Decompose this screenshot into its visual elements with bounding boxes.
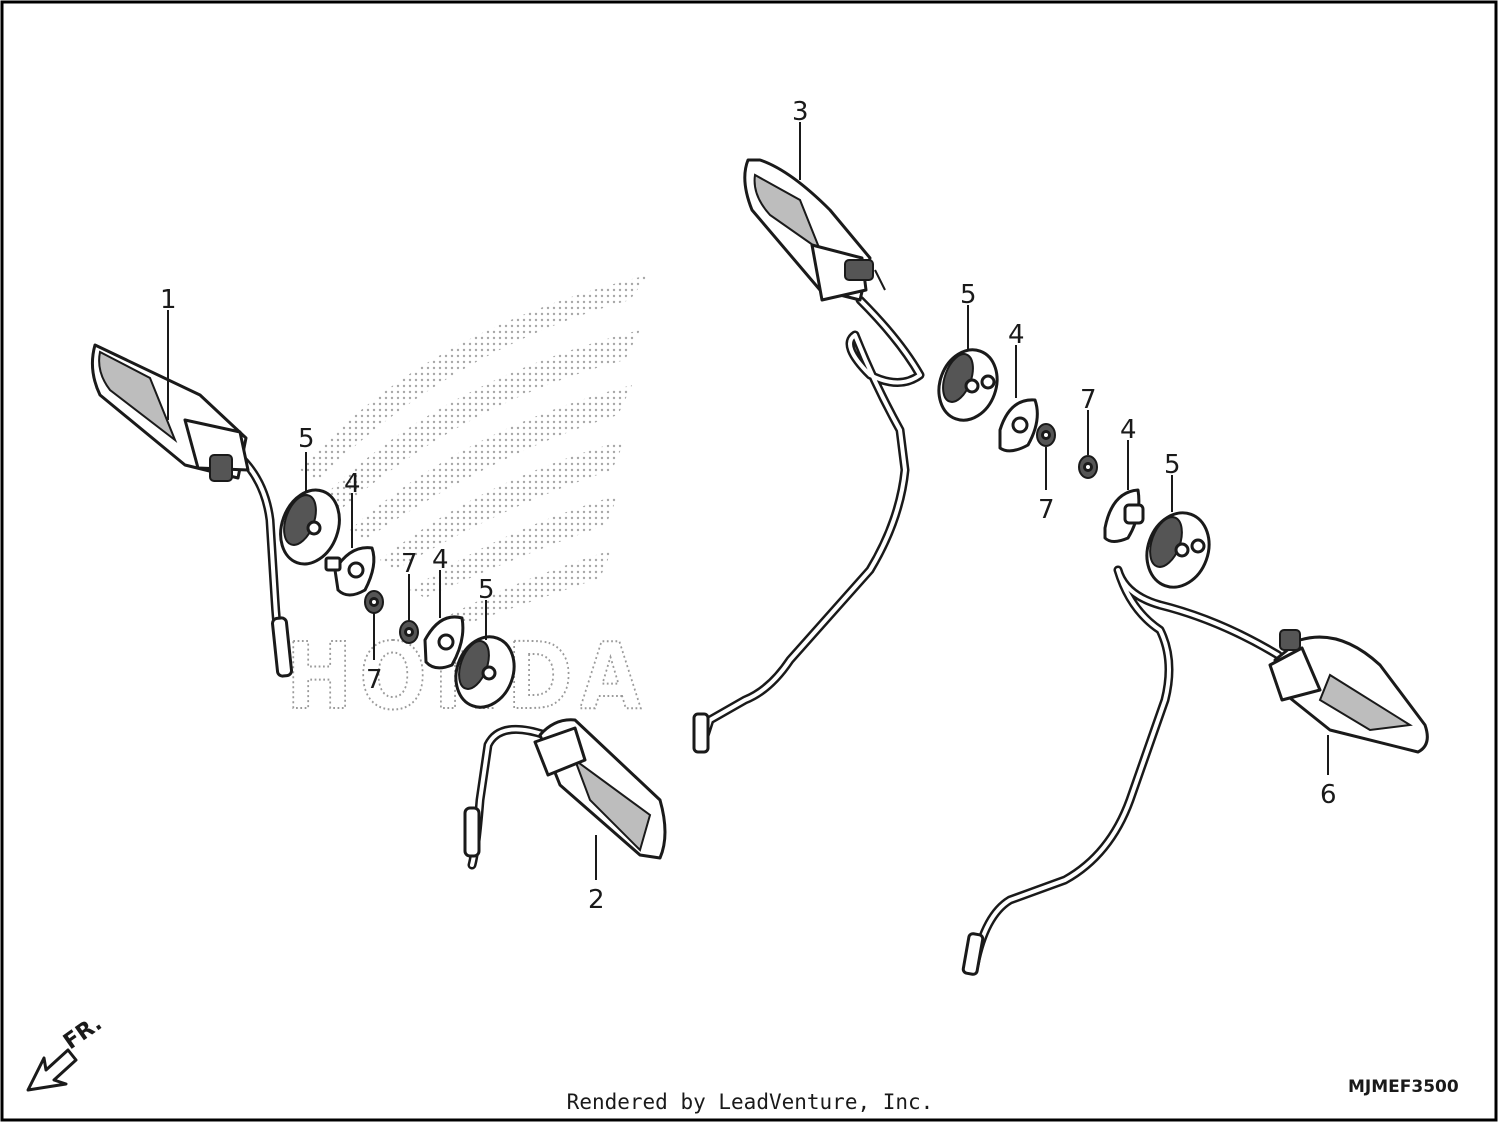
callout-4b[interactable]: 4 [432, 545, 449, 575]
callout-4a[interactable]: 4 [344, 469, 361, 499]
callout-5b[interactable]: 5 [478, 575, 495, 605]
callout-5c[interactable]: 5 [960, 280, 977, 310]
winker-1[interactable] [90, 343, 293, 678]
nut-7a[interactable] [364, 590, 384, 614]
callout-4d[interactable]: 4 [1120, 415, 1137, 445]
winker-2[interactable] [463, 718, 667, 870]
callout-7d[interactable]: 7 [1080, 385, 1097, 415]
callout-4c[interactable]: 4 [1008, 320, 1025, 350]
stay-4d[interactable] [1103, 488, 1145, 543]
diagram-code: MJMEF3500 [1348, 1077, 1459, 1097]
callout-7c[interactable]: 7 [1038, 495, 1055, 525]
front-arrow-icon [26, 1048, 78, 1092]
stay-4c[interactable] [998, 398, 1039, 453]
render-credit: Rendered by LeadVenture, Inc. [566, 1090, 934, 1114]
callout-2[interactable]: 2 [588, 885, 605, 915]
grommet-5c[interactable] [929, 342, 1006, 429]
honda-wing-watermark: HONDA [285, 275, 648, 731]
stay-4a[interactable] [324, 546, 376, 597]
callout-3[interactable]: 3 [792, 97, 809, 127]
grommet-5d[interactable] [1137, 504, 1219, 596]
nut-7d[interactable] [1078, 455, 1098, 479]
front-marker-label: FR. [59, 1011, 107, 1055]
nut-7c[interactable] [1036, 423, 1056, 447]
winker-6[interactable] [961, 565, 1429, 976]
callout-1[interactable]: 1 [160, 285, 177, 315]
callout-6[interactable]: 6 [1320, 780, 1337, 810]
callout-7b[interactable]: 7 [401, 549, 418, 579]
grommet-5a[interactable] [271, 482, 350, 573]
winker-3[interactable] [692, 158, 925, 754]
callout-5d[interactable]: 5 [1164, 450, 1181, 480]
nut-7b[interactable] [399, 620, 419, 644]
leader-lines [167, 122, 1329, 880]
grommet-5b[interactable] [446, 629, 523, 716]
stay-4b[interactable] [423, 615, 465, 670]
callout-5a[interactable]: 5 [298, 424, 315, 454]
callout-7a[interactable]: 7 [366, 665, 383, 695]
front-direction-marker: FR. [26, 1011, 107, 1092]
